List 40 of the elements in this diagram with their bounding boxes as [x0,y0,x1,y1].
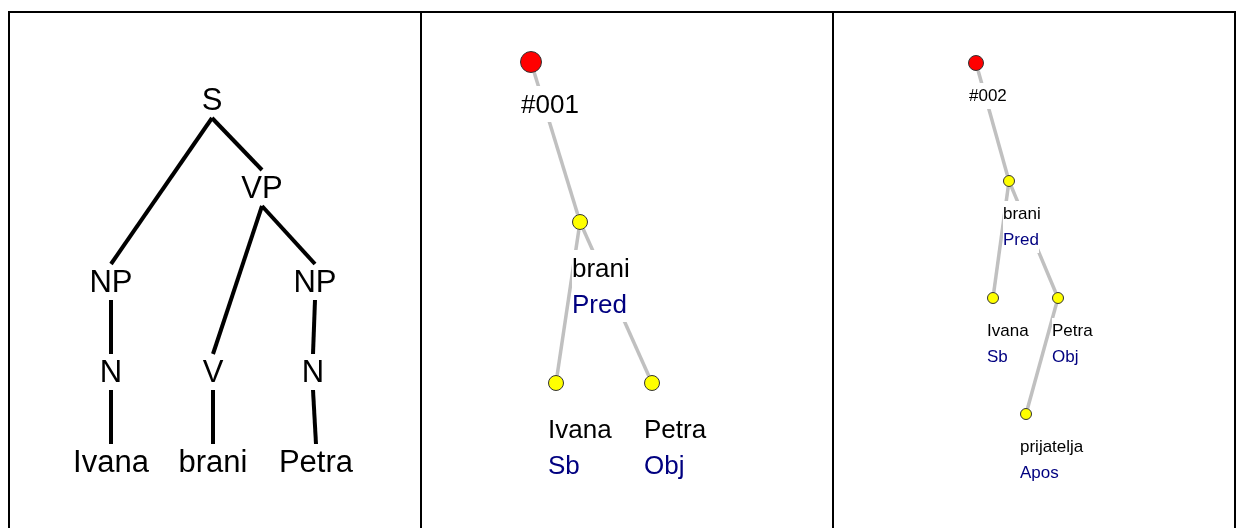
word-label: brani [572,250,630,286]
panel [832,11,1236,528]
node-dot [1020,408,1032,420]
tree-branch [1025,303,1059,409]
word-label: #001 [521,86,579,122]
node-dot [1003,175,1015,187]
tree-branch [211,205,264,355]
root-dot [520,51,542,73]
tree-label: S [201,85,223,115]
tree-branch [311,299,317,355]
tree-label: V [202,357,224,387]
tree-label: NP [293,267,337,297]
tree-label: Petra [278,447,354,477]
tree-branch [311,389,318,445]
root-dot [968,55,984,71]
word-label: #002 [969,83,1007,109]
panel [420,11,832,528]
node-dot [1052,292,1064,304]
tree-branch [109,390,113,444]
tree-label: NP [89,267,133,297]
tree-branch [555,229,581,376]
word-label: brani [1003,201,1041,227]
function-label: Pred [572,286,627,322]
node-dot [644,375,660,391]
tree-label: N [99,357,123,387]
tree-label: VP [241,173,283,203]
tree-branch [260,204,317,266]
node-dot [572,214,588,230]
tree-branch [109,300,113,354]
function-label: Pred [1003,227,1039,253]
tree-label: Ivana [73,447,149,477]
panel [8,11,420,528]
node-dot [987,292,999,304]
tree-branch [210,116,264,172]
tree-label: brani [178,447,248,477]
tree-branch [992,186,1010,293]
tree-label: N [301,357,325,387]
tree-branch [211,390,215,444]
node-dot [548,375,564,391]
tree-branch [109,116,214,266]
